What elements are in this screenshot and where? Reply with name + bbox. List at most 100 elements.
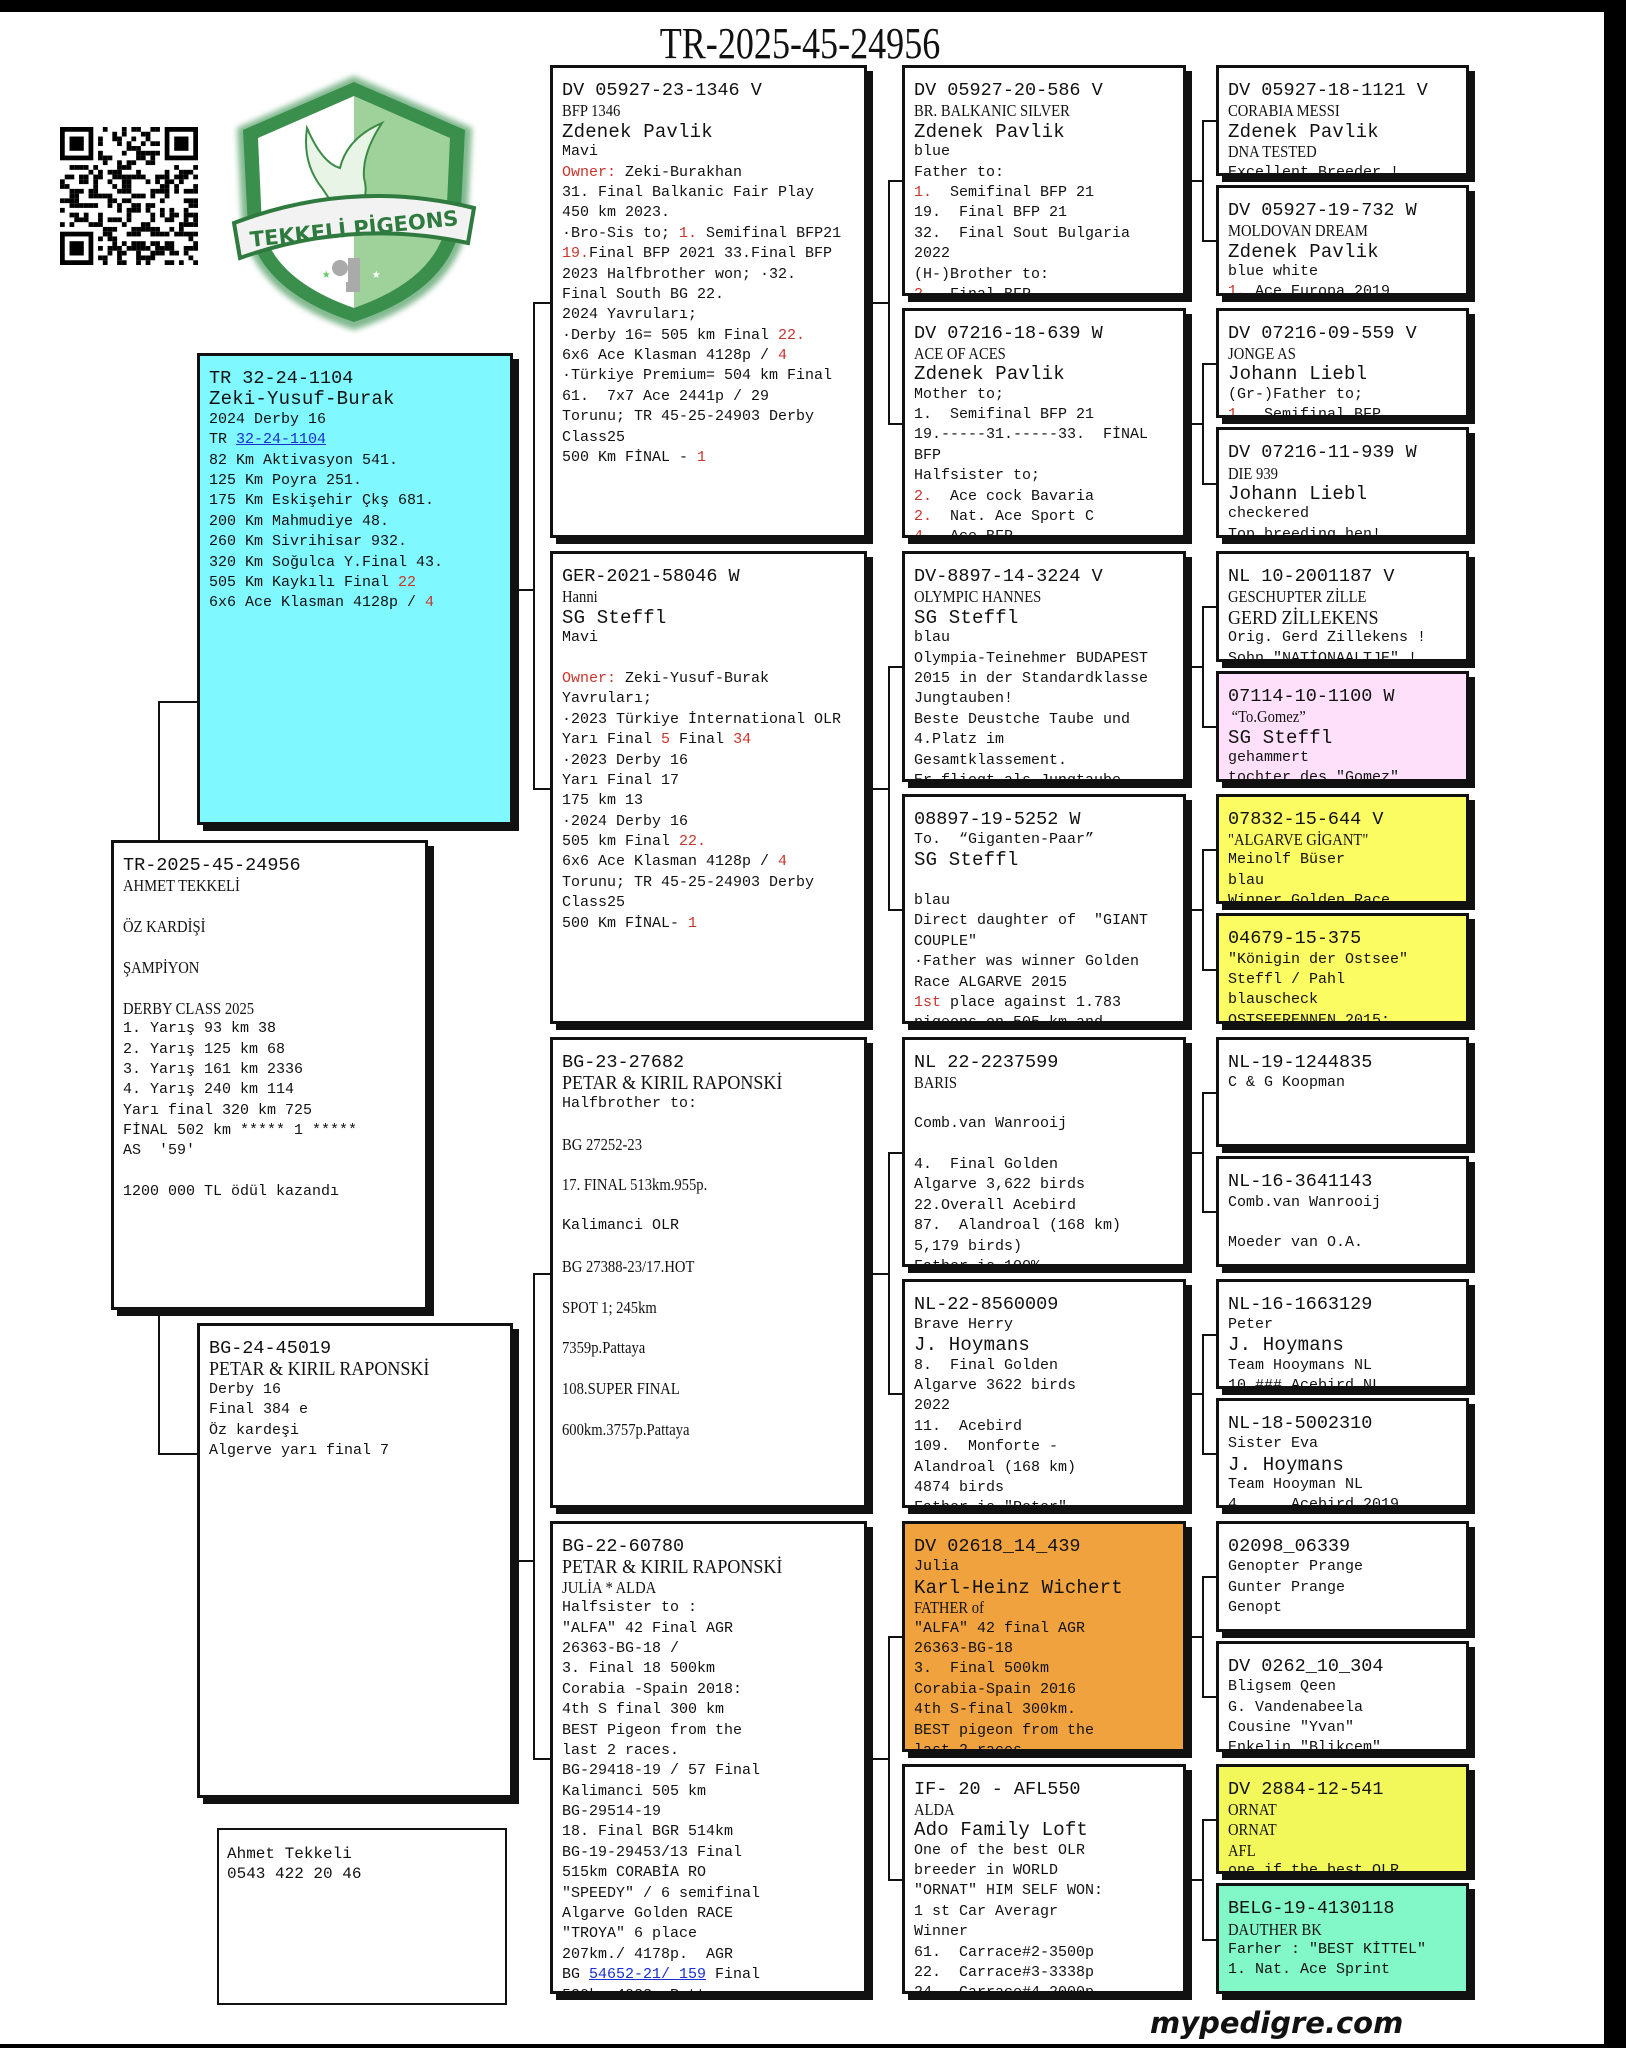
text: Halfsister to : <box>562 1599 698 1617</box>
text: blau <box>1228 871 1265 889</box>
text: (H-)Brother to: <box>914 265 1050 283</box>
pedigree-line: FİNAL 502 km ***** 1 ***** <box>123 1121 417 1141</box>
pedigree-line: 207km./ 4178p. AGR <box>562 1945 856 1965</box>
text: Final <box>670 731 734 749</box>
great-great-grandparent-card[interactable]: 07832-15-644 V"ALGARVE GİGANT"Meinolf Bü… <box>1216 793 1469 905</box>
right-border <box>1604 0 1626 2048</box>
pedigree-line: Algarve 3622 birds <box>914 1376 1175 1396</box>
breeder-name: Zeki-Yusuf-Burak <box>209 389 502 409</box>
pedigree-line: Yarı final 320 km 725 <box>123 1101 417 1121</box>
pedigree-line: Top breeding hen! <box>1228 525 1458 535</box>
footer-brand[interactable]: mypedigre.com <box>1150 2006 1404 2040</box>
pedigree-line: AS '59' <box>123 1141 417 1161</box>
text: 515km CORABİA RO <box>562 1864 707 1882</box>
text: "Königin der Ostsee" <box>1228 950 1409 968</box>
text: Father is 100% <box>914 1257 1041 1267</box>
text: 4th S-final 300km. <box>914 1701 1077 1719</box>
contact-phone[interactable]: 0543 422 20 46 <box>227 1865 362 1884</box>
pedigree-line: 4874 birds <box>914 1478 1175 1498</box>
text: Algarve 3622 birds <box>914 1377 1077 1395</box>
ring-link[interactable]: 54652-21/ 159 <box>589 1966 707 1984</box>
text: (Gr-)Father to; <box>1228 385 1364 403</box>
pedigree-line: Farher : "BEST KİTTEL" <box>1228 1940 1458 1960</box>
text: blau <box>914 892 951 910</box>
text: 3. Yarış 161 km 2336 <box>123 1060 304 1078</box>
text: 02098_06339 <box>1228 1536 1351 1557</box>
text: Excellent Breeder ! <box>1228 163 1400 176</box>
text: DV 2884-12-541 <box>1228 1778 1384 1800</box>
highlight-text: 2. <box>914 508 933 526</box>
breeder-name: Johann Liebl <box>1228 364 1458 384</box>
text: DV 05927-19-732 W <box>1228 199 1417 221</box>
pedigree-line: Mother to; <box>914 385 1175 405</box>
pedigree-line: checkered <box>1228 504 1458 524</box>
pedigree-line: Olympia-Teinehmer BUDAPEST <box>914 649 1175 669</box>
text: BG 27252-23 <box>562 1134 643 1154</box>
text: JONGE AS <box>1228 343 1296 363</box>
pedigree-line: Owner: Zeki-Yusuf-Burak <box>562 669 856 689</box>
text: GESCHUPTER ZİLLE <box>1228 587 1367 607</box>
ring-link[interactable]: 32-24-1104 <box>236 431 327 449</box>
text: Torunu; TR 45-25-24903 Derby <box>562 408 815 426</box>
pedigree-line: 600km.3757p.Pattaya <box>562 1420 815 1440</box>
pedigree-line: ACE OF ACES <box>914 344 1138 364</box>
text: DV 05927-23-1346 V <box>562 80 762 101</box>
text: "ALFA" 42 Final AGR <box>562 1619 734 1637</box>
text: “To.Gomez” <box>1228 707 1306 727</box>
text: SG Steffl <box>914 606 1019 629</box>
ring-number: 04679-15-375 <box>1228 929 1458 949</box>
pedigree-line: last 2 races <box>914 1741 1175 1749</box>
pedigree-line: BG-29418-19 / 57 Final <box>562 1761 856 1781</box>
great-great-grandparent-card[interactable]: 04679-15-375"Königin der Ostsee" Steffl /… <box>1216 913 1469 1024</box>
text: 1. Yarış 93 km 38 <box>123 1020 277 1038</box>
qr-code-icon[interactable] <box>59 127 199 265</box>
pedigree-line: Torunu; TR 45-25-24903 Derby <box>562 873 856 893</box>
pedigree-line: 18. Final BGR 514km <box>562 1822 856 1842</box>
connector-line <box>888 1151 902 1154</box>
pedigree-line: Peter <box>1228 1315 1458 1335</box>
pedigree-line: Father is "Peter" <box>914 1498 1175 1505</box>
pedigree-line: Team Hooyman NL <box>1228 1475 1458 1495</box>
pedigree-line: Father to: <box>914 163 1175 183</box>
pedigree-line: Direct daughter of "GIANT <box>914 911 1175 931</box>
highlight-text: 1 <box>697 449 707 467</box>
text: Ace BFP <box>932 528 1014 538</box>
pedigree-line: BG-19-29453/13 Final <box>562 1843 856 1863</box>
connector-line <box>1202 240 1216 243</box>
ring-number: DV 07216-09-559 V <box>1228 323 1458 344</box>
text: Zdenek Pavlik <box>1228 120 1379 143</box>
text: Cousine "Yvan" <box>1228 1718 1355 1736</box>
pedigree-line: Steffl / Pahl <box>1228 970 1458 990</box>
pedigree-line: ·Derby 16= 505 km Final 22. <box>562 326 856 346</box>
text: 18. Final BGR 514km <box>562 1823 734 1841</box>
